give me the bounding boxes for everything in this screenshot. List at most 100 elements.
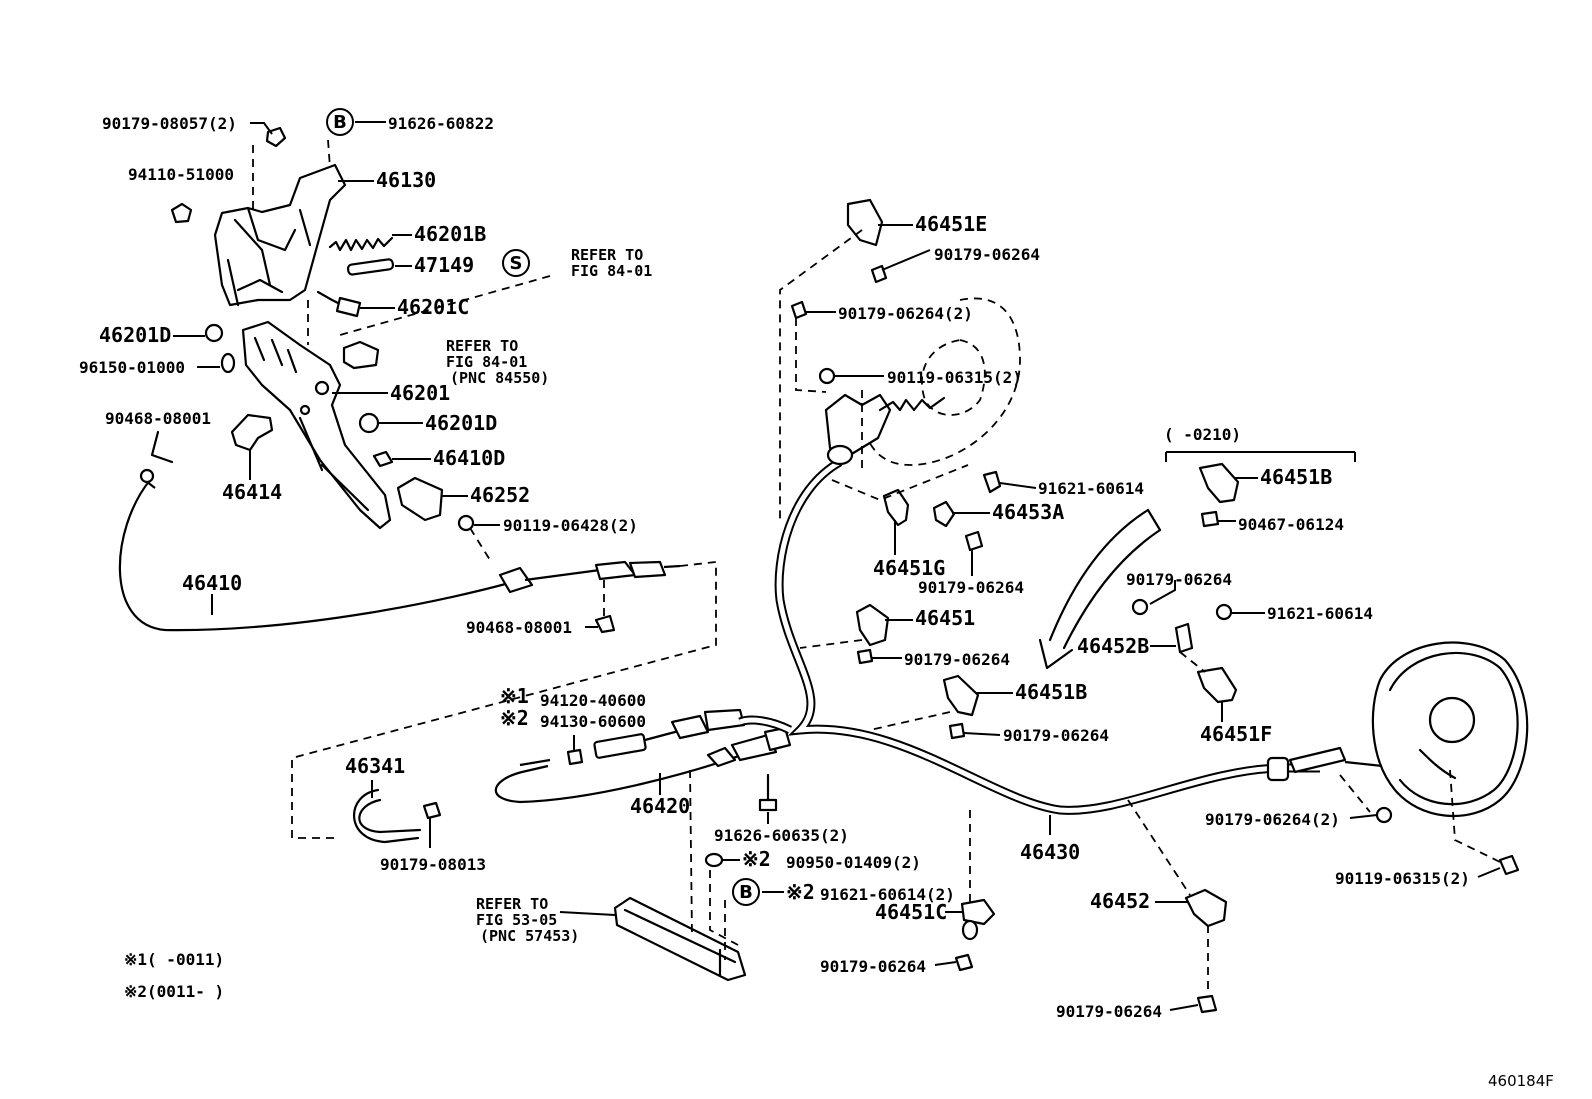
direction-arrow (1038, 508, 1162, 670)
bracket-46451B-right (1198, 462, 1240, 528)
ring-b-top: B (326, 108, 354, 136)
ring-b-top-letter: B (333, 112, 347, 133)
washer-96150-01000 (220, 352, 236, 374)
pn-0210-bracket: ( -0210) (1164, 425, 1241, 444)
bracket-46451C (954, 898, 996, 972)
pn-90119-06428-2: 90119-06428(2) (503, 516, 638, 535)
pn-90179-06264-b: 90179-06264 (918, 578, 1024, 597)
pn-46252: 46252 (470, 483, 530, 507)
pn-mark1: ※1 (500, 684, 529, 708)
pn-90468-08001-b: 90468-08001 (466, 618, 572, 637)
pn-90119-06315-2-a: 90119-06315(2) (887, 368, 1022, 387)
pn-90179-06264-d: 90179-06264 (1003, 726, 1109, 745)
pn-mark2b: ※2 (742, 847, 771, 871)
nut-90179-06264-g (964, 530, 984, 552)
pn-mark2c: ※2 (786, 880, 815, 904)
pn-46201C: 46201C (397, 295, 469, 319)
bolt-46201C (316, 290, 362, 318)
bolt-90119-06315-upper (818, 367, 836, 385)
pn-note2: ※2(0011- ) (124, 982, 224, 1001)
pn-46451B-b: 46451B (1260, 465, 1332, 489)
leader-lines (173, 121, 1501, 1011)
figure-code: 460184F (1488, 1072, 1554, 1090)
nut-90179-06264-lower-right (1375, 806, 1520, 876)
pn-46414: 46414 (222, 480, 282, 504)
pn-90179-06264-g: 90179-06264 (1056, 1002, 1162, 1021)
ring-s: S (502, 249, 530, 277)
pn-91621-60614-2: 91621-60614(2) (820, 885, 955, 904)
pn-90179-06264-c: 90179-06264 (904, 650, 1010, 669)
bolt-91621-60614-upper (982, 470, 1002, 494)
part-number-labels: 90179-08057(2) 91626-60822 94110-51000 4613… (79, 114, 1470, 1021)
bracket-46452 (1184, 888, 1228, 1014)
pn-90179-08013: 90179-08013 (380, 855, 486, 874)
cable-46410 (118, 468, 681, 632)
clip-46414 (230, 413, 274, 452)
pn-46130: 46130 (376, 168, 436, 192)
pin-46410D (372, 450, 394, 468)
pn-46410D: 46410D (433, 446, 505, 470)
pn-91626-60822: 91626-60822 (388, 114, 494, 133)
pn-46452: 46452 (1090, 889, 1150, 913)
pn-46201: 46201 (390, 381, 450, 405)
bushing-46201D-b (358, 412, 380, 434)
pn-90179-08057-2: 90179-08057(2) (102, 114, 237, 133)
spring-46201B (328, 236, 394, 252)
ref-mid-line2: FIG 84-01 (446, 353, 527, 371)
nut-90179-08013 (422, 801, 442, 820)
ring-b-bottom-letter: B (739, 882, 753, 903)
pn-46341: 46341 (345, 754, 405, 778)
pn-91621-60614-b: 91621-60614 (1267, 604, 1373, 623)
bolt-91626-60635 (758, 773, 778, 812)
pn-90950-01409-2: 90950-01409(2) (786, 853, 921, 872)
pn-46420: 46420 (630, 794, 690, 818)
console-bracket-57453 (613, 896, 747, 982)
clamp-46341 (353, 788, 422, 844)
bracket-46451B-lower (942, 674, 980, 740)
pn-46201D-a: 46201D (99, 323, 171, 347)
pn-mark2: ※2 (500, 706, 529, 730)
pn-46451C: 46451C (875, 900, 947, 924)
pn-91621-60614-a: 91621-60614 (1038, 479, 1144, 498)
ref-s-line1: REFER TO (571, 246, 643, 264)
bracket-46451E (846, 198, 884, 247)
equalizer-cable-46420 (494, 708, 792, 804)
pn-90467-06124: 90467-06124 (1238, 515, 1344, 534)
cable-46430 (738, 458, 1496, 815)
bracket-refer-84-01 (342, 340, 380, 370)
pn-90179-06264-e: 90179-06264 (1126, 570, 1232, 589)
ref-mid-line3: (PNC 84550) (450, 369, 549, 387)
nut-94120-40600 (566, 748, 584, 766)
bracket-46451G (882, 488, 910, 527)
clip-46453A (932, 500, 956, 528)
pn-46451-a: 46451 (915, 606, 975, 630)
bushing-46201D-a (204, 323, 224, 343)
pn-96150-01000: 96150-01000 (79, 358, 185, 377)
pn-90179-06264-a: 90179-06264 (934, 245, 1040, 264)
ref-bot-line3: (PNC 57453) (480, 927, 579, 945)
pn-90468-08001-a: 90468-08001 (105, 409, 211, 428)
pn-46451E: 46451E (915, 212, 987, 236)
pn-46201B: 46201B (414, 222, 486, 246)
lever-46201 (241, 320, 392, 530)
ring-s-letter: S (510, 253, 523, 274)
pn-note1: ※1( -0011) (124, 950, 224, 969)
bracket-46451F (1196, 666, 1238, 704)
pn-90179-06264-2-b: 90179-06264(2) (1205, 810, 1340, 829)
clip-90468-08001-b (594, 580, 616, 634)
pn-94110-51000: 94110-51000 (128, 165, 234, 184)
alignment-lines (252, 139, 1501, 995)
ref-bot-line1: REFER TO (476, 895, 548, 913)
pn-46453A: 46453A (992, 500, 1064, 524)
grommet-90950-01409 (704, 852, 724, 868)
ring-b-bottom: B (732, 878, 760, 906)
pn-91626-60635-2: 91626-60635(2) (714, 826, 849, 845)
pn-94120-40600: 94120-40600 (540, 691, 646, 710)
nut-94110-51000 (170, 202, 193, 224)
bracket-46451 (855, 603, 890, 665)
bolt-90119-06428 (457, 514, 491, 561)
circled-callouts: B S B (326, 108, 760, 906)
lever-bracket-46130 (213, 163, 347, 307)
